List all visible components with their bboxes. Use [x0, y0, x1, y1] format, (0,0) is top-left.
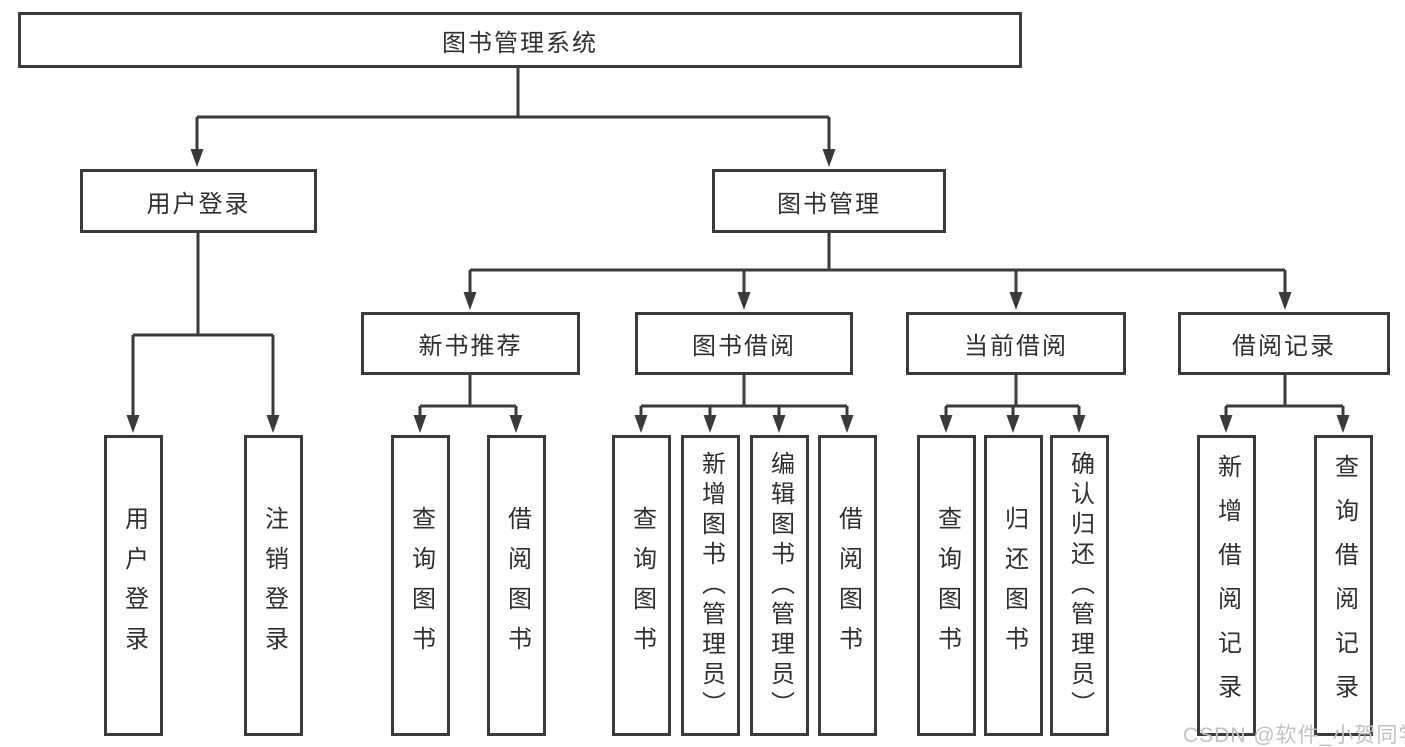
- arrow-down-icon: [1278, 292, 1292, 310]
- node-label: 借阅记录: [1232, 333, 1336, 360]
- node-label: 新增借阅记录: [1213, 453, 1241, 718]
- node-label: 归还图书: [1000, 505, 1028, 666]
- node-user-login: 用户登录: [80, 169, 317, 233]
- node-root-system: 图书管理系统: [18, 12, 1022, 68]
- arrow-down-icon: [509, 415, 523, 433]
- arrow-down-icon: [1006, 415, 1020, 433]
- connector-new-book-children: [413, 375, 523, 433]
- node-label: 借阅图书: [834, 505, 862, 666]
- node-leaf-edit-books-admin: 编辑图书（管理员）: [750, 435, 809, 736]
- node-leaf-query-books-2: 查询图书: [612, 435, 671, 736]
- arrow-down-icon: [190, 149, 204, 167]
- connector-borrow-records-children: [1219, 375, 1350, 433]
- node-leaf-user-login: 用户登录: [104, 435, 163, 736]
- arrow-down-icon: [772, 415, 786, 433]
- node-new-book-recommend: 新书推荐: [361, 312, 580, 375]
- arrow-down-icon: [1219, 415, 1233, 433]
- node-borrow-records: 借阅记录: [1178, 312, 1390, 375]
- node-label: 图书管理: [777, 190, 881, 218]
- arrow-down-icon: [822, 149, 836, 167]
- node-current-borrow: 当前借阅: [906, 312, 1126, 375]
- node-label: 确认归还（管理员）: [1066, 450, 1094, 721]
- node-book-mgmt: 图书管理: [712, 169, 946, 233]
- node-label: 编辑图书（管理员）: [766, 450, 794, 721]
- node-leaf-confirm-return-admin: 确认归还（管理员）: [1050, 435, 1109, 736]
- node-label: 查询图书: [407, 505, 435, 666]
- connector-root-to-level2: [190, 67, 836, 167]
- arrow-down-icon: [1072, 415, 1086, 433]
- arrow-down-icon: [703, 415, 717, 433]
- node-label: 图书借阅: [692, 333, 796, 360]
- node-label: 新书推荐: [418, 333, 523, 360]
- arrow-down-icon: [840, 415, 854, 433]
- node-leaf-borrow-books-1: 借阅图书: [487, 435, 546, 736]
- node-label: 用户登录: [120, 505, 148, 666]
- connector-book-borrow-children: [634, 375, 854, 433]
- node-leaf-query-books-3: 查询图书: [917, 435, 976, 736]
- node-leaf-return-books: 归还图书: [984, 435, 1043, 736]
- arrow-down-icon: [939, 415, 953, 433]
- node-label: 新增图书（管理员）: [697, 450, 725, 721]
- watermark-text: CSDN @软件_小贺同学: [1183, 724, 1405, 747]
- node-label: 查询图书: [933, 505, 961, 666]
- arrow-down-icon: [463, 292, 477, 310]
- node-label: 借阅图书: [503, 505, 531, 666]
- node-label: 注销登录: [260, 505, 288, 666]
- arrow-down-icon: [126, 415, 140, 433]
- node-leaf-logout: 注销登录: [244, 435, 303, 736]
- node-label: 用户登录: [146, 190, 251, 218]
- connector-current-borrow-children: [939, 375, 1086, 433]
- arrow-down-icon: [634, 415, 648, 433]
- node-label: 当前借阅: [964, 333, 1068, 360]
- node-leaf-query-borrow-record: 查询借阅记录: [1314, 435, 1373, 736]
- connector-user-login-children: [126, 233, 280, 433]
- arrow-down-icon: [737, 292, 751, 310]
- node-book-borrow: 图书借阅: [635, 312, 853, 375]
- node-leaf-add-books-admin: 新增图书（管理员）: [681, 435, 740, 736]
- arrow-down-icon: [266, 415, 280, 433]
- node-leaf-borrow-books-2: 借阅图书: [818, 435, 877, 736]
- node-label: 查询图书: [628, 505, 656, 666]
- node-label: 查询借阅记录: [1330, 453, 1358, 718]
- arrow-down-icon: [1336, 415, 1350, 433]
- arrow-down-icon: [1009, 292, 1023, 310]
- node-label: 图书管理系统: [442, 29, 598, 57]
- node-leaf-query-books-1: 查询图书: [391, 435, 450, 736]
- arrow-down-icon: [413, 415, 427, 433]
- node-leaf-add-borrow-record: 新增借阅记录: [1197, 435, 1256, 736]
- connector-book-mgmt-to-level3: [463, 233, 1292, 310]
